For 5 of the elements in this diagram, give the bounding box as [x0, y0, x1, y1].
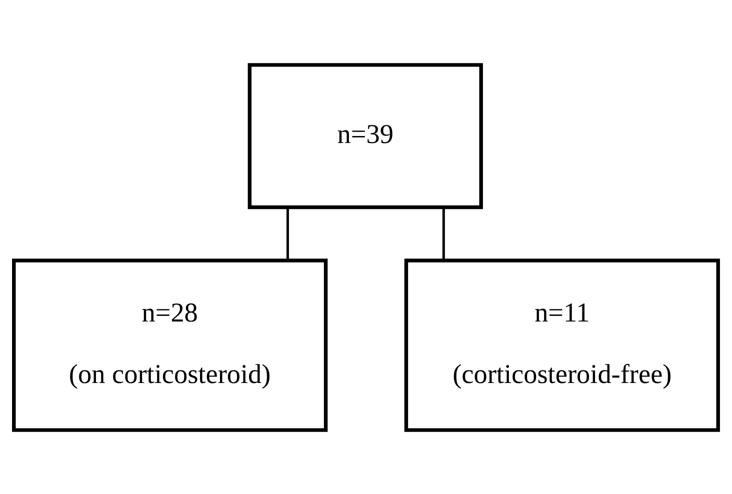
connector: [442, 207, 445, 260]
node-box: n=11 (corticosteroid-free): [404, 258, 720, 432]
node-box: n=39: [248, 62, 483, 209]
connector: [286, 207, 289, 260]
node-box: n=28 (on corticosteroid): [12, 258, 328, 432]
